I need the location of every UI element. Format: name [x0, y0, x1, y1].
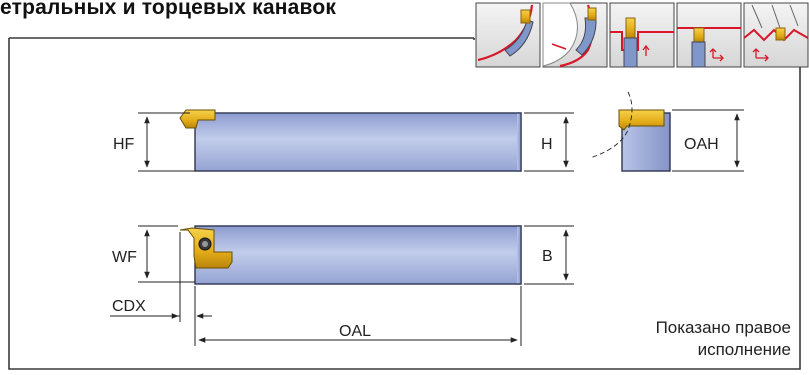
label-wf: WF: [112, 249, 137, 266]
face-groove-internal-icon: [542, 2, 608, 68]
label-cdx: CDX: [112, 298, 146, 315]
note-line-2: исполнение: [697, 340, 791, 359]
label-oal: OAL: [339, 323, 371, 340]
end-view: [589, 91, 671, 172]
label-oah: OAH: [684, 136, 719, 153]
shank-end-cap: [517, 112, 522, 172]
radial-groove-icon: [609, 2, 675, 68]
hand-note: Показано правое исполнение: [656, 317, 791, 361]
page-heading: етральных и торцевых канавок: [0, 0, 337, 19]
dimension-lines: [110, 109, 744, 346]
shank-plan: [194, 225, 522, 285]
shank-side: [194, 112, 522, 172]
side-view: [179, 109, 522, 172]
application-icons: [475, 2, 809, 68]
rotation-indicator: [589, 91, 633, 159]
plan-view: [179, 225, 522, 285]
label-h: H: [541, 136, 553, 153]
note-line-1: Показано правое: [655, 318, 791, 337]
insert-side: [179, 109, 216, 129]
profiling-icon: [743, 2, 809, 68]
radial-turning-icon: [676, 2, 742, 68]
face-groove-external-icon: [475, 2, 541, 68]
insert-end-view: [618, 109, 665, 131]
label-b: B: [542, 248, 553, 265]
label-hf: HF: [113, 136, 135, 153]
shank-plan-end: [517, 225, 522, 285]
